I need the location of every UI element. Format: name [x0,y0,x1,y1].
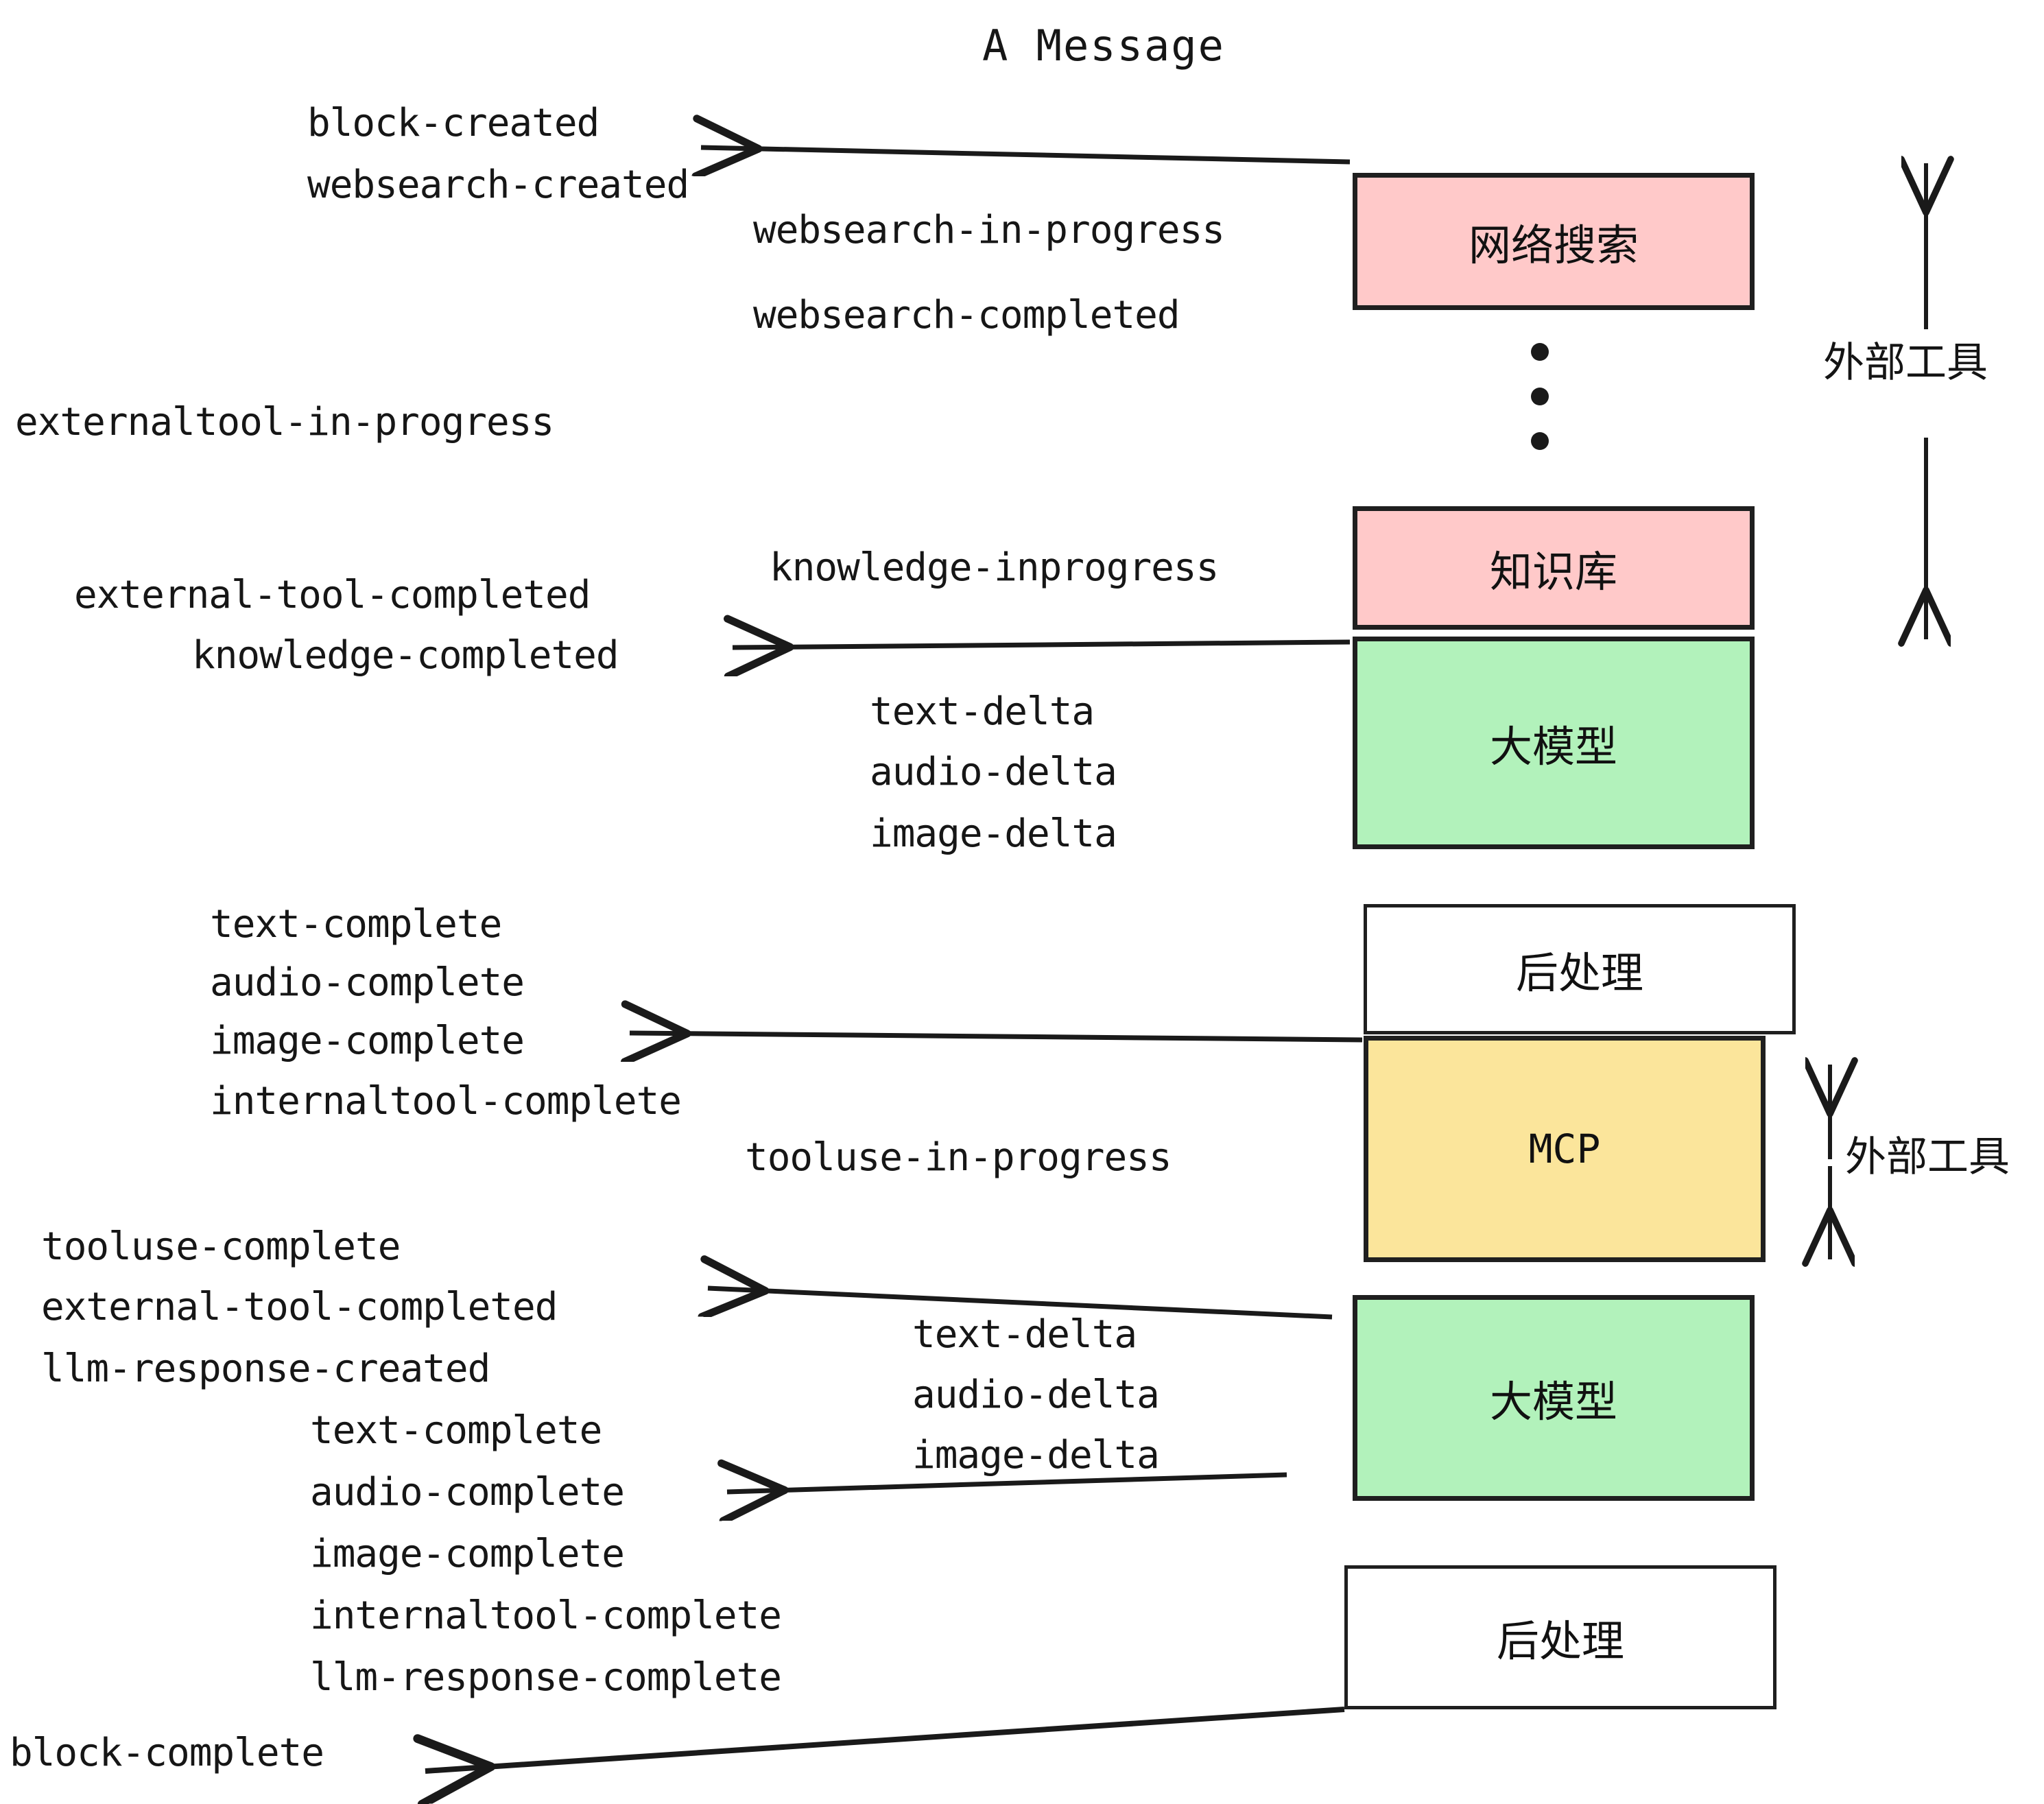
event-tooluse-complete: tooluse-complete [41,1224,401,1269]
page-title: A Message [982,21,1225,71]
event-block-complete: block-complete [10,1731,324,1775]
event-tooluse-in-progress: tooluse-in-progress [745,1135,1172,1180]
side-label-external-tool-bottom: 外部工具 [1845,1133,2010,1181]
event-knowledge-completed: knowledge-completed [192,633,619,678]
box-mcp-label: MCP [1528,1126,1601,1172]
box-knowledge[interactable]: 知识库 [1353,506,1755,630]
event-text-delta-2: text-delta [912,1312,1137,1357]
event-audio-delta-2: audio-delta [912,1373,1160,1417]
event-image-complete-2: image-complete [310,1532,625,1576]
event-image-complete-1: image-complete [210,1019,525,1063]
event-external-tool-completed-2: external-tool-completed [41,1285,558,1329]
event-audio-delta-1: audio-delta [870,750,1117,794]
box-knowledge-label: 知识库 [1489,547,1617,597]
box-llm-second-label: 大模型 [1489,1377,1617,1427]
box-websearch[interactable]: 网络搜索 [1353,173,1755,310]
box-llm-first[interactable]: 大模型 [1353,637,1755,849]
event-websearch-completed: websearch-completed [753,293,1180,337]
event-image-delta-2: image-delta [912,1433,1160,1477]
arrow-llm-to-knowledge-completed [733,642,1351,648]
box-llm-second[interactable]: 大模型 [1353,1295,1755,1501]
event-externaltool-in-progress: externaltool-in-progress [15,400,554,444]
event-knowledge-inprogress: knowledge-inprogress [770,545,1219,590]
event-internaltool-complete-2: internaltool-complete [310,1593,782,1638]
event-audio-complete-1: audio-complete [210,960,525,1005]
box-postprocess-first-label: 后处理 [1515,948,1643,998]
event-llm-response-complete: llm-response-complete [310,1655,782,1700]
arrow-mcp-to-image-complete [630,1033,1363,1040]
event-text-delta-1: text-delta [870,689,1095,734]
box-postprocess-second[interactable]: 后处理 [1344,1565,1776,1709]
event-text-complete-1: text-complete [210,902,502,947]
event-internaltool-complete-1: internaltool-complete [210,1079,682,1124]
ellipsis-dot-2 [1531,388,1549,405]
event-llm-response-created: llm-response-created [41,1346,490,1391]
side-label-external-tool-top: 外部工具 [1823,339,1988,387]
arrow-websearch-to-created [701,147,1351,162]
box-mcp[interactable]: MCP [1364,1036,1766,1262]
arrow-postprocess-to-block-complete [425,1707,1345,1771]
box-llm-first-label: 大模型 [1489,722,1617,772]
event-text-complete-2: text-complete [310,1408,602,1453]
event-audio-complete-2: audio-complete [310,1470,625,1515]
ellipsis-dot-3 [1531,432,1549,450]
box-websearch-label: 网络搜索 [1468,220,1639,270]
box-postprocess-first[interactable]: 后处理 [1364,904,1796,1034]
box-postprocess-second-label: 后处理 [1496,1616,1624,1666]
event-websearch-created: websearch-created [307,163,689,207]
event-image-delta-1: image-delta [870,811,1117,856]
event-websearch-in-progress: websearch-in-progress [753,208,1225,252]
event-block-created: block-created [307,101,599,145]
ellipsis-dot-1 [1531,343,1549,361]
event-external-tool-completed-1: external-tool-completed [74,573,591,617]
